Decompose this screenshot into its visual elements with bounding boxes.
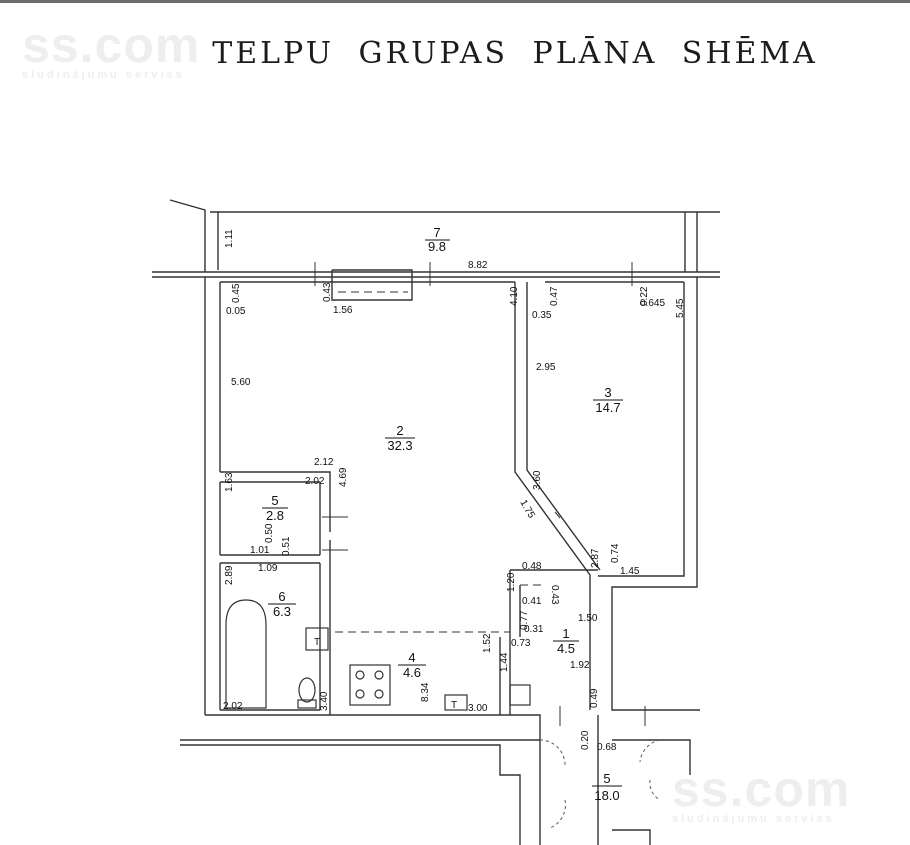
dim-label: 1.63 (224, 472, 235, 492)
dim-label: 5.60 (231, 377, 251, 388)
dim-label: 0.20 (580, 730, 591, 750)
wc-t-mark: T (314, 637, 320, 648)
dashed-lines (335, 291, 598, 633)
dim-label: 5.45 (675, 298, 686, 318)
dim-label: 2.12 (314, 457, 334, 468)
plan-title: TELPU GRUPAS PLĀNA SHĒMA (212, 36, 818, 71)
room-labels: 7 9.8 2 32.3 3 14.7 5 2.8 6 6.3 4 4.6 1 … (262, 225, 623, 803)
dim-label: 0.73 (511, 638, 531, 649)
room-4-id: 4 (408, 650, 415, 665)
dim-label: 0.47 (549, 286, 560, 306)
dim-label: 2.87 (590, 548, 601, 568)
dim-label: 3.40 (319, 691, 330, 711)
dim-label: 2.02 (305, 476, 325, 487)
dim-label: 0.43 (549, 585, 560, 605)
room-5b-area: 18.0 (594, 788, 619, 803)
door-arcs (539, 739, 661, 829)
dim-label: 0.35 (532, 310, 552, 321)
wall-ticks (314, 262, 646, 726)
room-3-area: 14.7 (595, 400, 620, 415)
wc-appliance-icon (305, 627, 329, 651)
dim-label: 8.34 (420, 682, 431, 702)
room-7-area: 9.8 (428, 239, 446, 254)
dim-label: 1.92 (570, 660, 590, 671)
watermark-top-left: ss.com sludinājumu serviss (22, 20, 200, 81)
dim-label: 0.31 (524, 624, 544, 635)
room-1-area: 4.5 (557, 641, 575, 656)
dimension-labels: 1.11 8.82 0.45 0.05 0.43 1.56 4.10 0.47 … (223, 229, 686, 753)
dim-label: 0.43 (322, 282, 333, 302)
dim-label: 0.22 (639, 286, 650, 306)
dim-label: 1.44 (499, 652, 510, 672)
watermark-tagline: sludinājumu serviss (672, 813, 835, 825)
room-6-area: 6.3 (273, 604, 291, 619)
bathtub-icon (225, 599, 267, 709)
room-6-id: 6 (278, 589, 285, 604)
dim-label: 1.52 (482, 633, 493, 653)
dim-label: 1.75 (517, 498, 536, 521)
room-2-id: 2 (396, 423, 403, 438)
watermark-logo-text: ss.com (672, 761, 851, 817)
dim-label: 2.95 (536, 362, 556, 373)
stove-burner-icon (374, 689, 384, 699)
room-5-id: 5 (271, 493, 278, 508)
watermark-tagline: sludinājumu serviss (22, 69, 185, 81)
dim-label: 0.645 (640, 298, 665, 309)
stove-burner-icon (374, 670, 384, 680)
room-4-area: 4.6 (403, 665, 421, 680)
toilet-icon (298, 677, 316, 703)
sink-icon (444, 694, 468, 711)
dim-label: 1.11 (224, 229, 235, 248)
room-5-area: 2.8 (266, 508, 284, 523)
dim-label: 1.01 (250, 545, 270, 556)
dim-label: 0.74 (610, 543, 621, 563)
dim-label: 0.77 (519, 610, 530, 630)
watermark-logo-text: ss.com (22, 17, 201, 73)
room-3-id: 3 (604, 385, 611, 400)
dim-label: 0.41 (522, 596, 542, 607)
room-2-area: 32.3 (387, 438, 412, 453)
fixtures (225, 599, 531, 711)
dim-label: 1.50 (578, 613, 598, 624)
dim-label: 0.45 (231, 283, 242, 303)
dim-label: 8.82 (468, 260, 488, 271)
sink-t-mark: T (451, 700, 457, 711)
dim-label: 1.56 (333, 305, 353, 316)
dim-label: 0.05 (226, 306, 246, 317)
top-border-line (0, 0, 910, 3)
dim-label: 2.89 (224, 565, 235, 585)
room-1-id: 1 (562, 626, 569, 641)
dim-label: 3.60 (532, 470, 543, 490)
meter-icon (509, 684, 531, 706)
dim-label: 0.50 (264, 523, 275, 543)
dim-label: 1.20 (506, 572, 517, 592)
stove-icon (349, 664, 391, 706)
dim-label: 3.00 (468, 703, 488, 714)
dim-label: 1.45 (620, 566, 640, 577)
dim-label: 0.51 (281, 536, 292, 556)
dim-label: 1.09 (258, 563, 278, 574)
dim-label: 2.02 (223, 701, 243, 712)
watermark-bottom-right: ss.com sludinājumu serviss (672, 764, 850, 825)
dim-label: 0.48 (522, 561, 542, 572)
dim-label: 4.69 (338, 467, 349, 487)
dim-label: 0.68 (597, 742, 617, 753)
fixture-labels: T T (314, 637, 457, 711)
toilet-tank-icon (297, 699, 317, 709)
room-5b-id: 5 (603, 771, 610, 786)
stove-burner-icon (355, 670, 365, 680)
room-7-id: 7 (433, 225, 440, 240)
dim-label: 0.49 (589, 688, 600, 708)
stove-burner-icon (355, 689, 365, 699)
dim-label: 4.10 (509, 286, 520, 306)
